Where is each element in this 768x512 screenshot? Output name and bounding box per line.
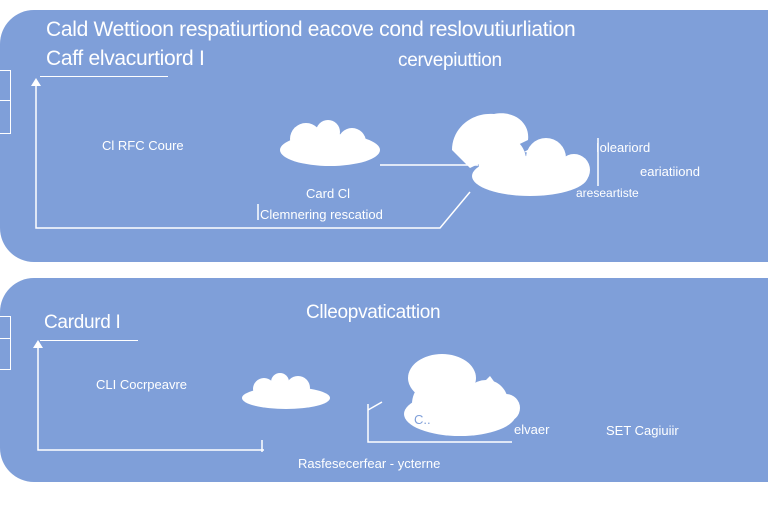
bottom-connector-line	[367, 404, 512, 443]
top-axis-line	[35, 80, 471, 229]
bottom-panel-tab-2	[0, 338, 11, 370]
top-label-center-2: Clemnering rescatiod	[260, 207, 383, 222]
bottom-label-right-2: SET Cagiuiir	[606, 423, 679, 438]
top-label-right-3: areseartiste	[576, 186, 639, 200]
top-title-line-1: Cald Wettioon respatiurtiond eacove cond…	[46, 18, 576, 41]
top-label-right-2: eariatiiond	[640, 164, 700, 179]
top-panel-tab-2	[0, 100, 11, 134]
bottom-label-left: CLI Cocrpeavre	[96, 377, 188, 392]
top-axis-arrow	[31, 78, 41, 86]
top-panel	[0, 10, 768, 262]
bottom-cloud-label: C..	[414, 412, 431, 427]
top-label-center-1: Card Cl	[306, 186, 351, 201]
bottom-center-heading: Clleopvaticattion	[306, 302, 441, 323]
bottom-label-bottom: Rasfesecerfear - ycterne	[298, 456, 441, 471]
bottom-axis-arrow	[33, 340, 43, 348]
bottom-title: Cardurd I	[44, 312, 121, 333]
bottom-cloud-large	[404, 354, 520, 436]
bottom-cloud-small	[242, 373, 330, 409]
top-label-left: Cl RFC Coure	[102, 138, 184, 153]
bottom-slant-line	[367, 401, 383, 411]
bottom-panel	[0, 278, 768, 482]
bottom-title-underline	[40, 340, 138, 341]
bottom-label-right-1: elvaer	[514, 422, 550, 437]
top-label-right-1: Ioleariord	[596, 140, 651, 155]
bottom-axis-line	[37, 342, 264, 451]
top-title-line-2: Caff elvacurtiord I	[46, 47, 205, 70]
top-cloud-large	[452, 113, 590, 196]
top-center-heading: cervepiuttion	[398, 50, 502, 71]
top-title-underline	[40, 76, 168, 77]
top-cloud-small	[280, 120, 380, 166]
